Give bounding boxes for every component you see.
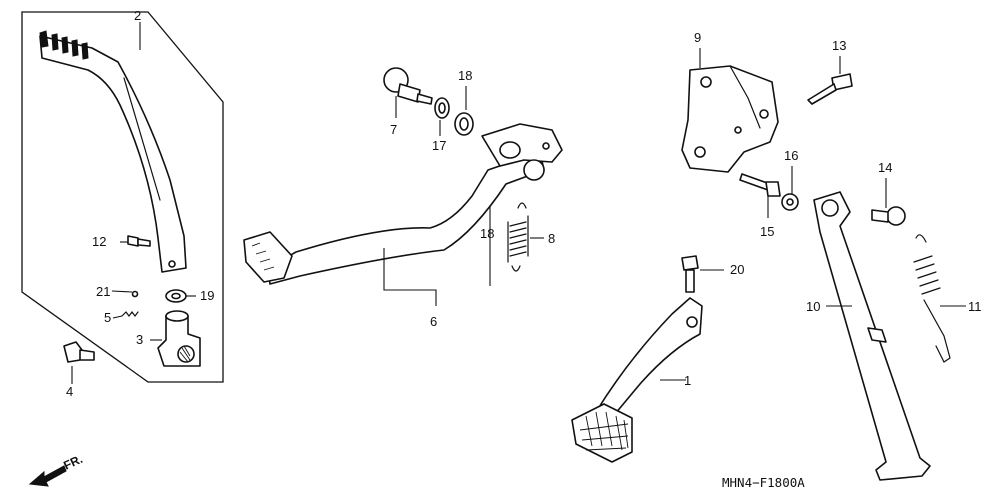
callout-9: 9 [694, 30, 701, 45]
pivot-bolt-7 [383, 67, 433, 105]
callout-7: 7 [390, 122, 397, 137]
brake-pedal-bracket [481, 123, 563, 167]
bolt-14 [871, 206, 906, 226]
front-direction-indicator: FR. [28, 452, 85, 487]
callout-4: 4 [66, 384, 73, 399]
callout-17: 17 [432, 138, 446, 153]
callout-6: 6 [430, 314, 437, 329]
callout-12: 12 [92, 234, 106, 249]
bolt-20 [681, 255, 699, 293]
brake-pedal-tip [243, 231, 293, 283]
kick-arm-knurl [39, 30, 89, 60]
callout-18-bottom: 18 [480, 226, 494, 241]
front-arrow-icon [28, 465, 67, 487]
callout-5: 5 [104, 310, 111, 325]
callout-2: 2 [134, 8, 141, 23]
gearshift-pedal-group [571, 255, 703, 463]
washer-19 [165, 289, 187, 303]
bolt-12 [127, 235, 151, 247]
side-stand-group [813, 191, 951, 481]
leader-lines [71, 22, 966, 384]
callout-14: 14 [878, 160, 892, 175]
callout-11: 11 [968, 299, 982, 314]
kick-starter-arm [39, 35, 187, 273]
callout-1: 1 [684, 373, 691, 388]
spring-11 [913, 234, 951, 363]
bolt-4 [63, 341, 95, 363]
bolt-13 [807, 73, 853, 105]
callout-20: 20 [730, 262, 744, 277]
o-ring-17 [434, 97, 450, 119]
ball-21 [131, 290, 139, 298]
stand-bracket-9 [681, 65, 779, 173]
callout-16: 16 [784, 148, 798, 163]
washer-16 [781, 193, 799, 211]
bolt-15 [739, 173, 781, 197]
gearshift-rubber [571, 403, 633, 463]
drawing-code: MHN4−F1800A [722, 475, 805, 490]
stand-bracket-group [681, 65, 853, 211]
spring-8 [507, 202, 529, 272]
kick-pivot-3 [157, 310, 201, 367]
callout-15: 15 [760, 224, 774, 239]
front-label: FR. [61, 452, 84, 473]
callouts: 2 12 21 5 19 3 4 7 17 18 18 8 6 9 13 16 … [66, 8, 982, 399]
callout-8: 8 [548, 231, 555, 246]
callout-13: 13 [832, 38, 846, 53]
spring-5 [121, 311, 139, 317]
kick-starter-frame [21, 11, 224, 383]
brake-pedal-arm [267, 151, 545, 285]
callout-3: 3 [136, 332, 143, 347]
callout-19: 19 [200, 288, 214, 303]
gearshift-pedal-1 [595, 297, 703, 421]
seal-18 [454, 112, 474, 136]
callout-21: 21 [96, 284, 110, 299]
callout-18-top: 18 [458, 68, 472, 83]
kick-starter-group [21, 11, 224, 383]
brake-pedal-group [243, 67, 563, 285]
callout-10: 10 [806, 299, 820, 314]
